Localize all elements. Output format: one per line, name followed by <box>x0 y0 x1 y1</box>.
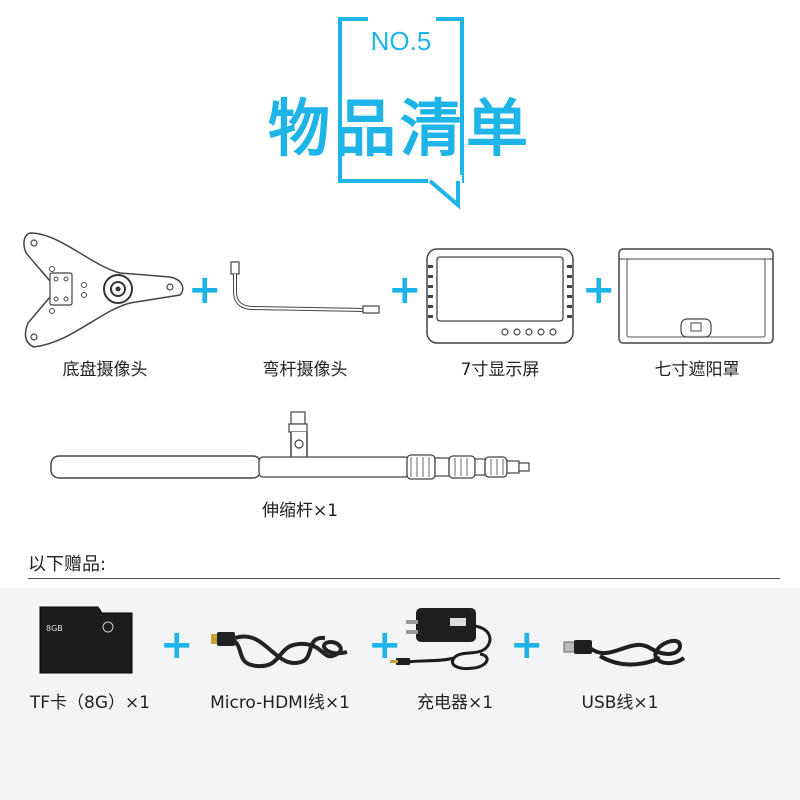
gift-caption-micro-hdmi: Micro-HDMI线×1 <box>210 693 350 713</box>
gifts-section-label: 以下赠品: <box>28 554 107 575</box>
section-number: NO.5 <box>370 26 432 56</box>
usb-cable-icon <box>563 638 686 667</box>
tf-card-text: 8GB <box>46 624 63 633</box>
header-bracket <box>460 17 464 183</box>
item-caption-monitor: 7寸显示屏 <box>460 360 540 380</box>
plus-icon: + <box>188 267 222 313</box>
chassis-camera-icon <box>23 232 184 348</box>
header-bracket <box>338 17 342 183</box>
telescopic-pole-icon <box>50 411 530 480</box>
item-caption-telescopic-pole: 伸缩杆×1 <box>261 501 339 521</box>
page-title: 物品清单 <box>267 92 532 165</box>
bent-rod-camera-icon <box>230 261 380 314</box>
plus-icon: + <box>510 622 544 668</box>
plus-icon: + <box>388 267 422 313</box>
gift-caption-usb-cable: USB线×1 <box>581 693 659 713</box>
sunshade-icon <box>618 248 774 344</box>
section-divider <box>28 578 780 579</box>
speech-tail-icon <box>428 175 462 210</box>
header-bracket <box>338 17 368 21</box>
header-bracket <box>338 179 464 183</box>
plus-icon: + <box>368 622 402 668</box>
item-caption-chassis-camera: 底盘摄像头 <box>62 360 148 380</box>
gift-caption-charger: 充电器×1 <box>416 693 494 713</box>
micro-hdmi-cable-icon <box>211 632 348 669</box>
monitor-icon <box>426 248 574 344</box>
header-bracket <box>436 17 464 21</box>
plus-icon: + <box>582 267 616 313</box>
item-caption-bent-rod-camera: 弯杆摄像头 <box>262 360 348 380</box>
plus-icon: + <box>160 622 194 668</box>
gifts-background <box>0 588 800 800</box>
charger-icon <box>390 608 492 670</box>
tf-card-icon: 8GB <box>39 606 133 674</box>
item-caption-sunshade: 七寸遮阳罩 <box>654 360 740 380</box>
gift-caption-tf-card: TF卡（8G）×1 <box>29 693 151 713</box>
